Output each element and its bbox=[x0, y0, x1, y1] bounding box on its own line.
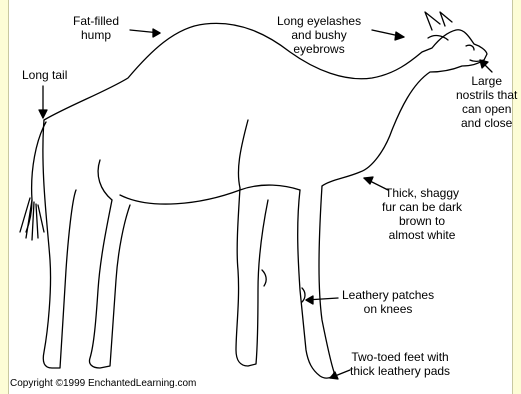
camel-nostril bbox=[466, 45, 474, 50]
copyright-notice: Copyright ©1999 EnchantedLearning.com bbox=[10, 378, 196, 389]
knees-label: Leathery patches on knees bbox=[342, 288, 434, 316]
camel-knee-patch bbox=[302, 288, 305, 302]
feet-label: Two-toed feet with thick leathery pads bbox=[350, 350, 450, 378]
camel-shoulder bbox=[238, 120, 248, 188]
camel-ear bbox=[425, 12, 440, 30]
camel-belly bbox=[120, 185, 300, 204]
tail-label: Long tail bbox=[22, 68, 67, 82]
camel-front-leg bbox=[298, 186, 334, 378]
camel-body-outline bbox=[44, 23, 487, 186]
fur-label: Thick, shaggy fur can be dark brown to a… bbox=[382, 186, 462, 242]
camel-eye bbox=[428, 36, 448, 40]
camel-back-leg bbox=[43, 120, 76, 368]
nostrils-label: Large nostrils that can open and close bbox=[456, 74, 517, 130]
eyelashes-label: Long eyelashes and bushy eyebrows bbox=[277, 14, 361, 56]
camel-back-leg bbox=[89, 200, 130, 368]
camel-knee-patch bbox=[262, 270, 266, 286]
camel-front-leg bbox=[236, 188, 268, 366]
camel-rump bbox=[98, 160, 112, 200]
camel-ear bbox=[440, 12, 452, 26]
hump-label: Fat-filled hump bbox=[73, 14, 119, 42]
